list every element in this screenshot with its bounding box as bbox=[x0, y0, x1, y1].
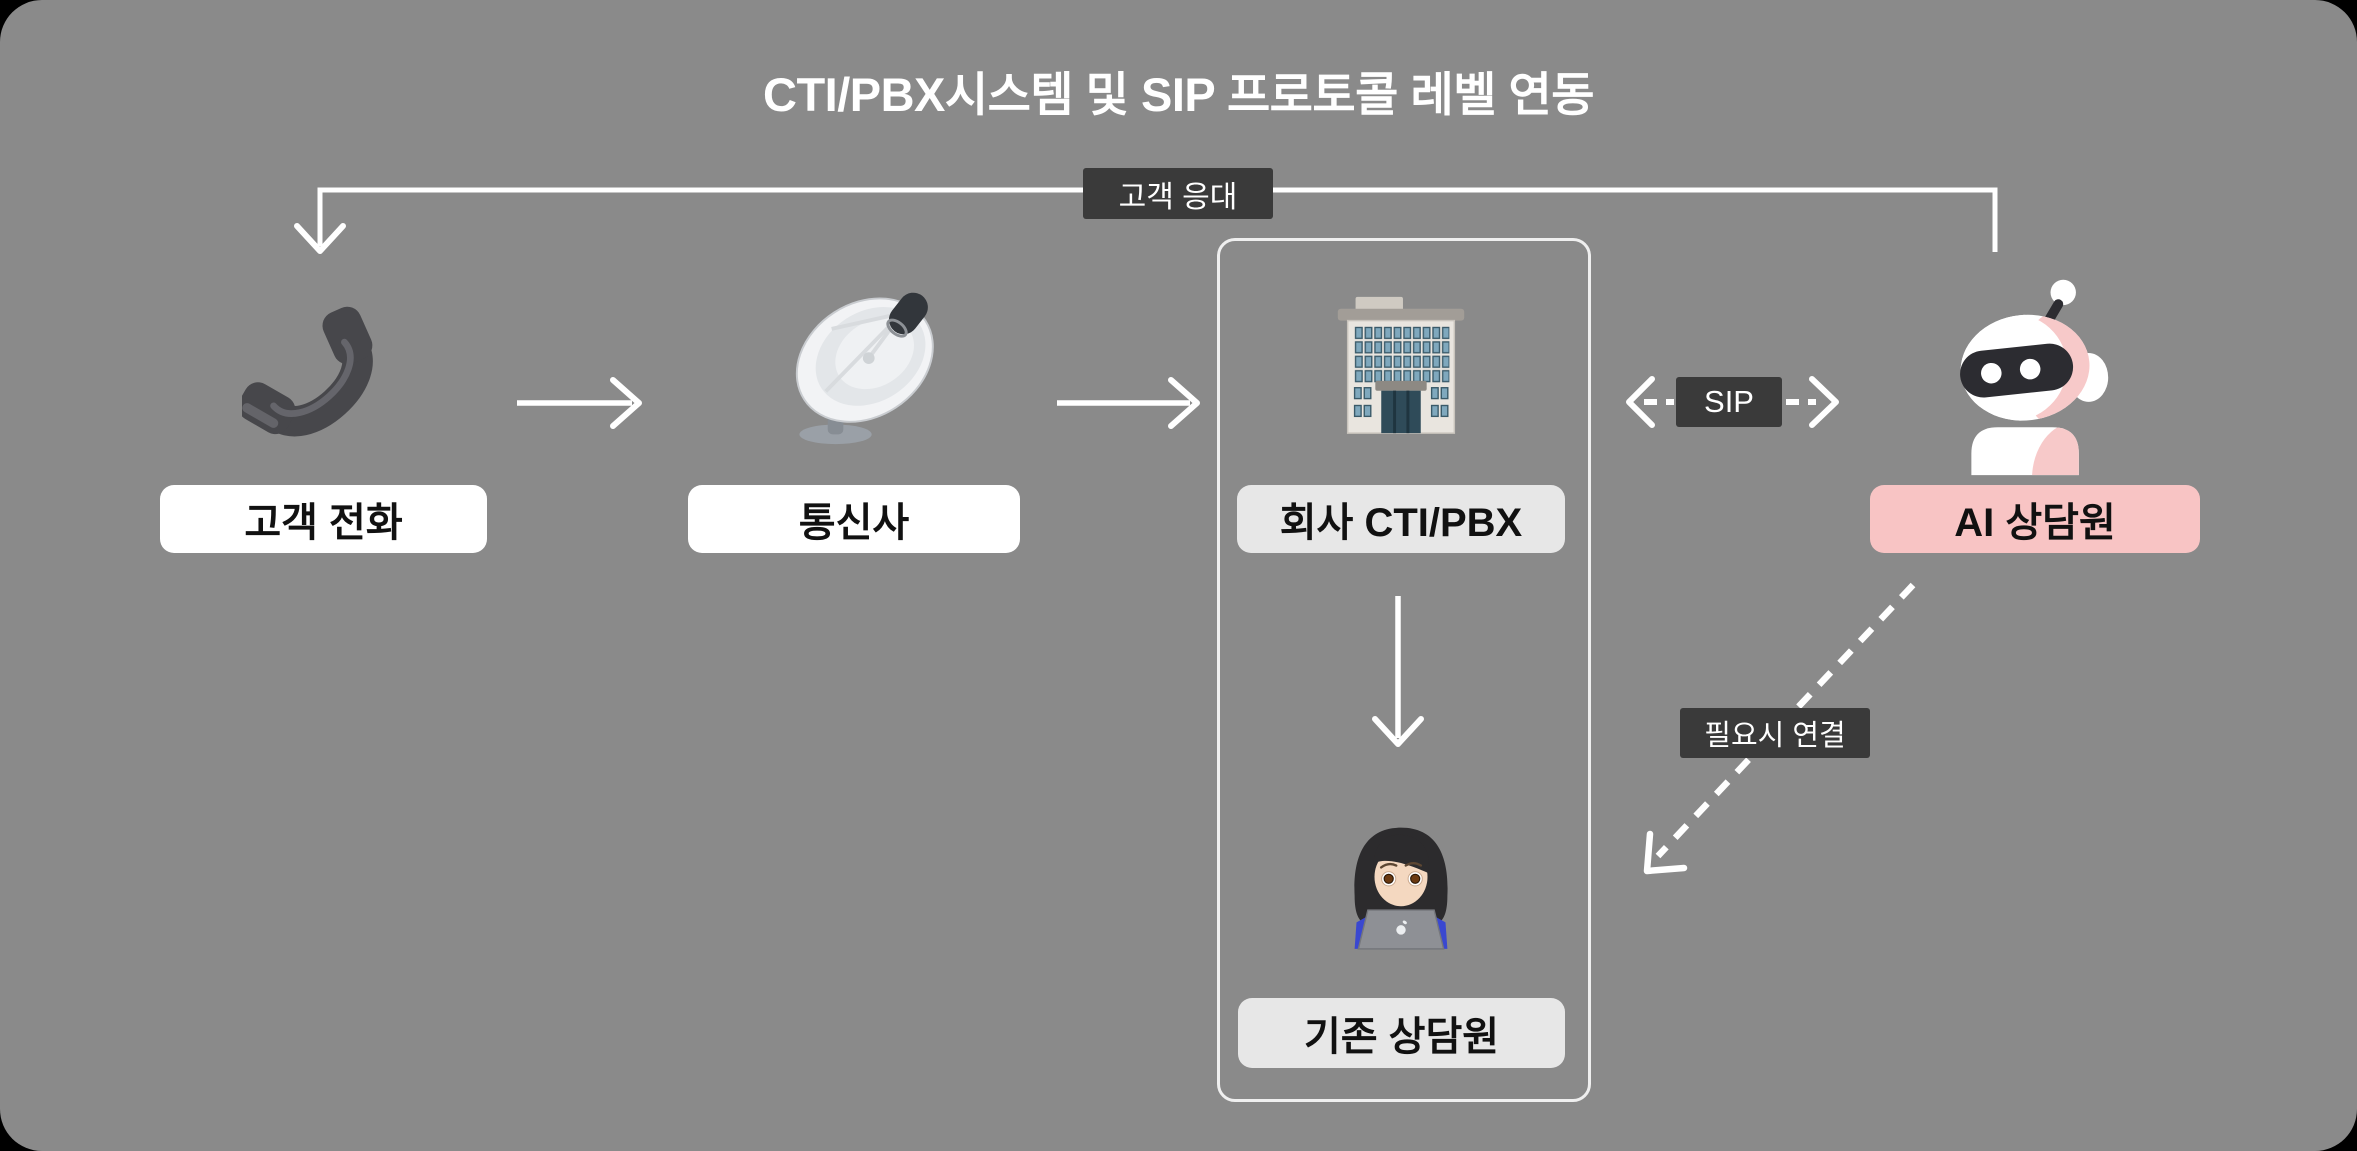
woman-technologist-icon bbox=[1354, 827, 1448, 950]
edge-label-customer-response: 고객 응대 bbox=[1083, 168, 1273, 219]
telephone-receiver-icon bbox=[242, 306, 373, 437]
node-label-carrier: 통신사 bbox=[688, 485, 1020, 553]
node-label-existing-agent: 기존 상담원 bbox=[1238, 998, 1565, 1068]
node-label-customer-phone: 고객 전화 bbox=[160, 485, 487, 553]
robot-icon bbox=[1955, 279, 2109, 476]
office-building-icon bbox=[1337, 296, 1465, 434]
edge-label-escalation: 필요시 연결 bbox=[1680, 708, 1870, 758]
node-label-company-cti-pbx: 회사 CTI/PBX bbox=[1237, 485, 1565, 553]
diagram-title: CTI/PBX시스템 및 SIP 프로토콜 레벨 연동 bbox=[763, 68, 1594, 121]
node-label-ai-agent: AI 상담원 bbox=[1870, 485, 2200, 553]
edge-label-sip: SIP bbox=[1676, 377, 1782, 427]
edge-carrier-to-pbx-line bbox=[1057, 377, 1200, 429]
satellite-dish-icon bbox=[795, 292, 934, 445]
edge-phone-to-carrier-line bbox=[517, 377, 642, 429]
